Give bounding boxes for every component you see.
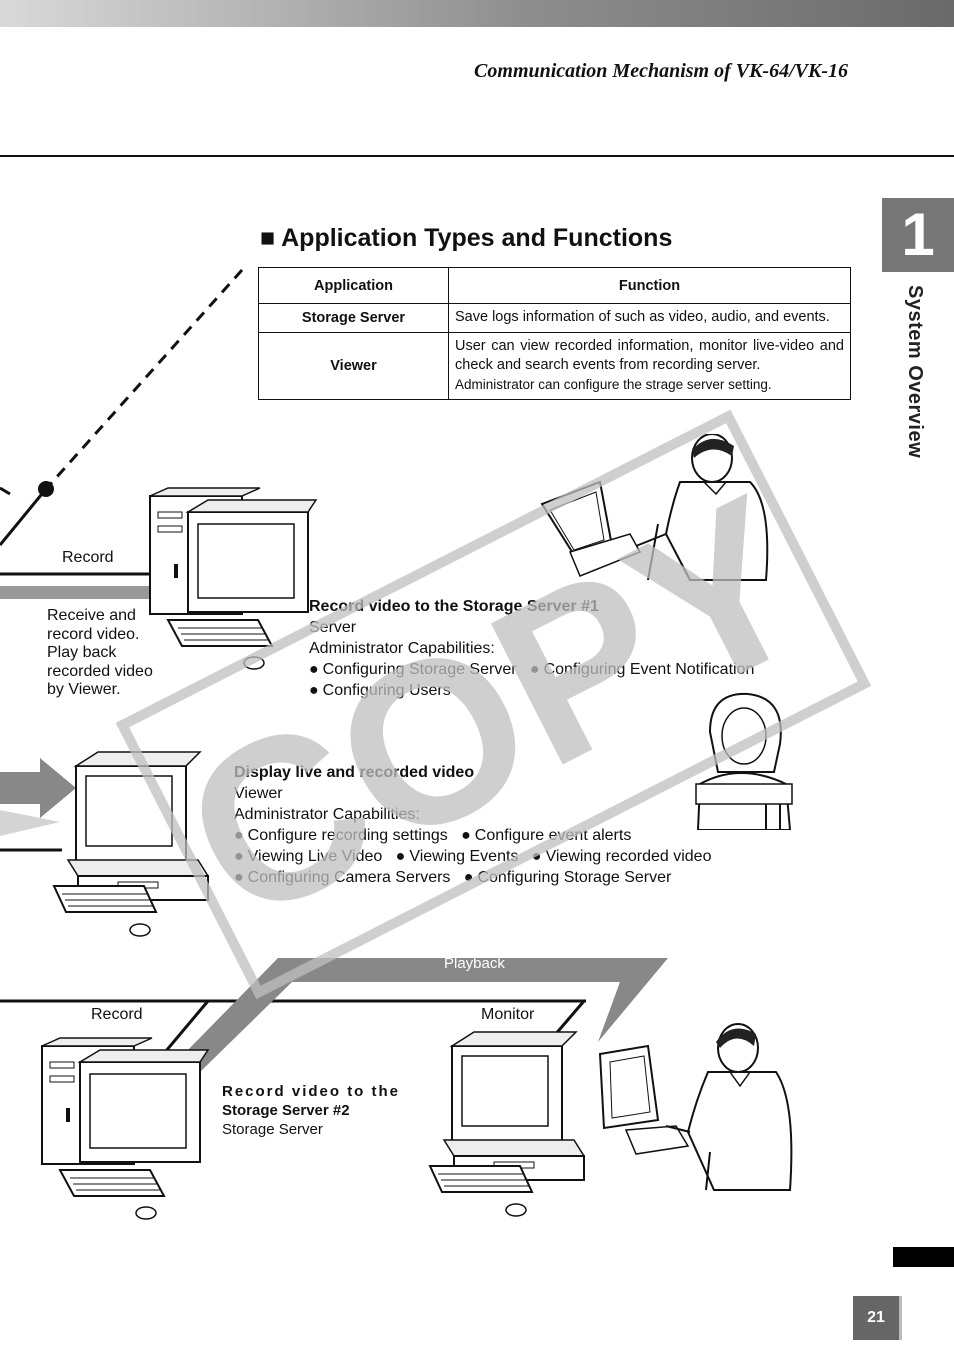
storage-server-1-info: Record video to the Storage Server #1 Se… xyxy=(309,596,754,701)
page-number: 21 xyxy=(853,1296,899,1340)
table-row: Viewer User can view recorded informatio… xyxy=(258,331,851,401)
column-header-function: Function xyxy=(448,267,851,304)
storage-server-2-info: Record video to the Storage Server #2 St… xyxy=(222,1082,400,1139)
page-header-title: Communication Mechanism of VK-64/VK-16 xyxy=(474,60,848,82)
storage-server-1-type: Server xyxy=(309,619,357,636)
viewer-type: Viewer xyxy=(234,785,283,802)
capability-item: Configuring Storage Server xyxy=(309,661,517,678)
application-table: Application Function Storage Server Save… xyxy=(258,267,851,401)
viewer-caps-label: Administrator Capabilities: xyxy=(234,806,420,823)
storage-server-1-computer-icon xyxy=(149,487,318,670)
top-header-bar xyxy=(0,0,954,27)
capability-item: Configuring Users xyxy=(309,682,451,699)
chapter-label: System Overview xyxy=(904,285,926,459)
record-label-top: Record xyxy=(62,549,114,566)
capability-item: Configuring Storage Server xyxy=(464,869,672,886)
section-title: ■ Application Types and Functions xyxy=(260,224,673,252)
description-line: recorded video xyxy=(47,662,153,680)
storage-server-2-type: Storage Server xyxy=(222,1121,323,1138)
storage-server-2-title-line2: Storage Server #2 xyxy=(222,1102,350,1119)
capability-item: Viewing Live Video xyxy=(234,848,382,865)
viewer-info: Display live and recorded video Viewer A… xyxy=(234,762,711,888)
description-line: record video. xyxy=(47,625,140,643)
playback-label: Playback xyxy=(444,955,505,972)
description-line: by Viewer. xyxy=(47,681,121,698)
storage-server-1-title: Record video to the Storage Server #1 xyxy=(309,598,599,615)
table-header-row: Application Function xyxy=(258,267,851,304)
header-rule xyxy=(0,155,954,157)
storage-server-description: Receive and record video. Play back reco… xyxy=(47,607,153,700)
column-header-application: Application xyxy=(258,267,449,304)
description-line: Receive and xyxy=(47,607,136,624)
record-label-bottom: Record xyxy=(91,1006,143,1023)
capability-item: Viewing Events xyxy=(396,848,519,865)
capability-item: Configure recording settings xyxy=(234,827,448,844)
monitor-label: Monitor xyxy=(481,1006,535,1023)
chapter-number-tab[interactable]: 1 xyxy=(882,198,954,272)
monitor-person-icon xyxy=(598,1023,793,1191)
function-cell: User can view recorded information, moni… xyxy=(448,331,851,401)
capability-item: Configure event alerts xyxy=(461,827,631,844)
viewer-computer-icon xyxy=(52,751,210,937)
capability-item: Viewing recorded video xyxy=(532,848,712,865)
function-cell: Save logs information of such as video, … xyxy=(448,303,851,333)
app-name-cell: Viewer xyxy=(258,331,449,401)
monitor-computer-icon xyxy=(428,1031,586,1217)
app-name-cell: Storage Server xyxy=(258,303,449,333)
administrator-person-icon xyxy=(540,434,769,581)
storage-server-2-title-line1: Record video to the xyxy=(222,1083,401,1100)
capability-item: Configuring Camera Servers xyxy=(234,869,450,886)
capability-item: Configuring Event Notification xyxy=(530,661,754,678)
storage-server-2-computer-icon xyxy=(41,1037,210,1220)
function-text: User can view recorded information, moni… xyxy=(455,337,844,374)
table-row: Storage Server Save logs information of … xyxy=(258,303,851,333)
storage-server-1-caps-label: Administrator Capabilities: xyxy=(309,640,495,657)
viewer-title: Display live and recorded video xyxy=(234,764,475,781)
function-note: Administrator can configure the strage s… xyxy=(455,376,772,392)
corner-bar xyxy=(893,1247,954,1267)
description-line: Play back xyxy=(47,644,117,661)
